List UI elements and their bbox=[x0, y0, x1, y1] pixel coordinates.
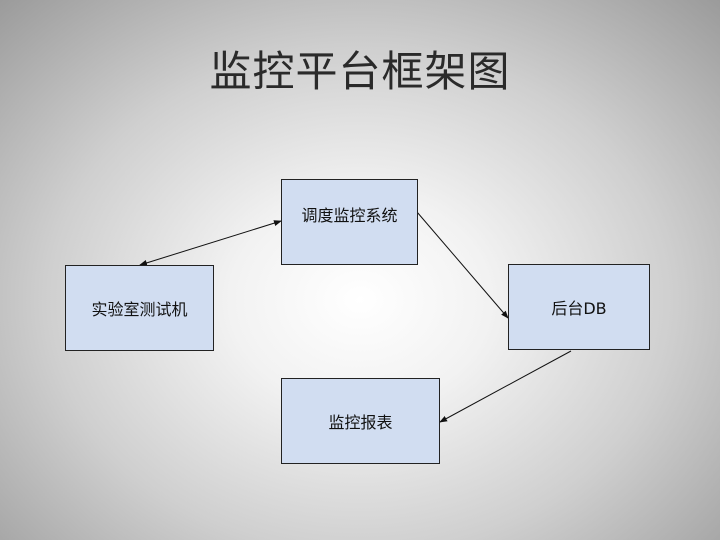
slide-title: 监控平台框架图 bbox=[209, 47, 511, 96]
node-report: 监控报表 bbox=[281, 378, 440, 464]
node-lab: 实验室测试机 bbox=[65, 265, 214, 351]
node-db: 后台DB bbox=[508, 264, 650, 350]
node-db-label: 后台DB bbox=[551, 299, 607, 318]
node-lab-label: 实验室测试机 bbox=[91, 300, 188, 319]
node-scheduler-label: 调度监控系统 bbox=[301, 206, 398, 225]
arrow-db-report bbox=[439, 350, 572, 423]
node-scheduler: 调度监控系统 bbox=[281, 179, 418, 265]
arrow-scheduler-db bbox=[416, 211, 509, 319]
arrow-lab-scheduler bbox=[139, 220, 282, 266]
node-report-label: 监控报表 bbox=[328, 413, 393, 432]
